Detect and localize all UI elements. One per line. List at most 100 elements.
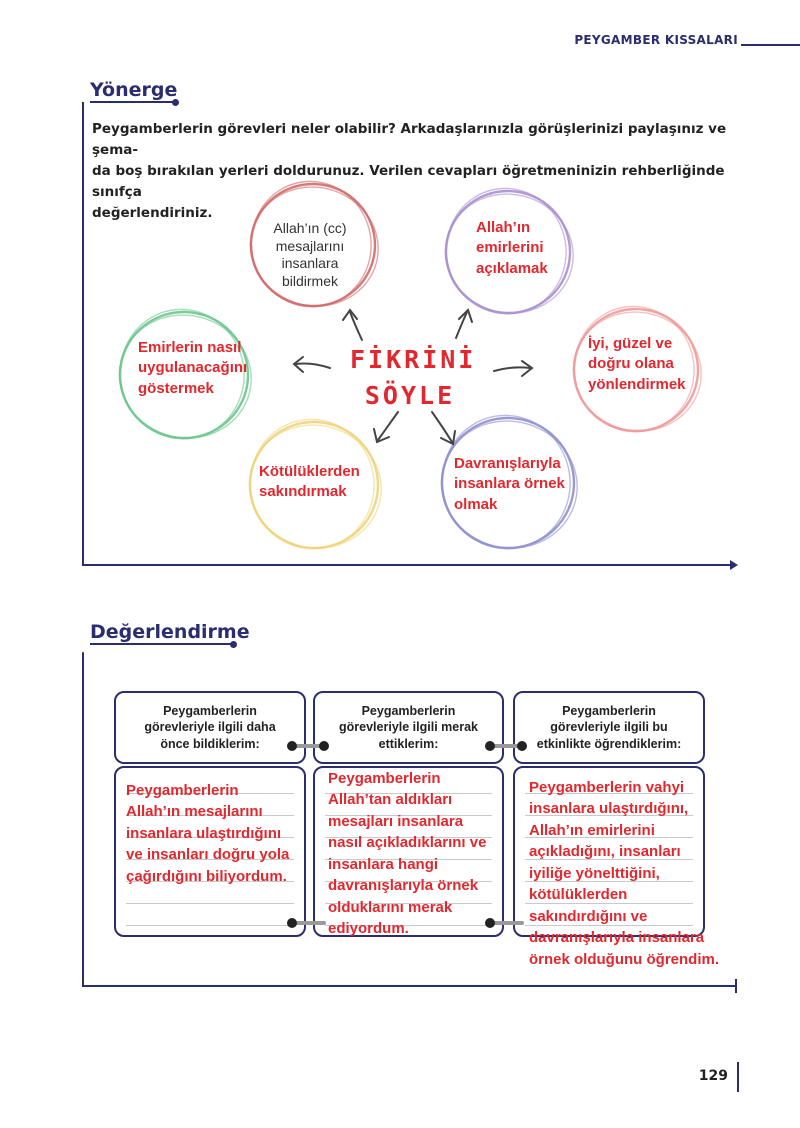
arrow-right-icon	[493, 366, 531, 372]
circle-line: uygulanacağını	[138, 359, 248, 377]
arrow-down-left-icon	[377, 411, 399, 441]
column-2-answer: Peygamberlerin Allah’tan aldıkları mesaj…	[328, 768, 486, 940]
column-2-header: Peygamberlerin görevleriyle ilgili merak…	[313, 691, 504, 764]
column-1-header: Peygamberlerin görevleriyle ilgili daha …	[114, 691, 306, 764]
answer-line: davranışlarıyla insanlara	[529, 929, 705, 947]
column-1-answer-box[interactable]: Peygamberlerin Allah’ın mesajlarını insa…	[114, 766, 306, 937]
column-3-answer-box[interactable]	[513, 766, 705, 937]
header-line: ettiklerim:	[378, 736, 439, 751]
degerlendirme-frame-left	[82, 652, 84, 986]
circle-line: Allah’ın	[476, 219, 531, 236]
page-number-bar	[737, 1062, 739, 1092]
yonerge-title-underline	[90, 101, 175, 103]
scribble-ring	[118, 314, 252, 439]
instruction-line: da boş bırakılan yerleri doldurunuz. Ver…	[92, 162, 725, 200]
scribble-ring	[248, 424, 382, 549]
answer-line: çağırdığını biliyordum.	[126, 867, 287, 885]
circle-line: Davranışlarıyla	[454, 455, 561, 472]
yonerge-frame-bottom	[82, 564, 732, 566]
arrow-up-left-icon	[349, 311, 363, 341]
circle-line: göstermek	[138, 379, 214, 397]
arrow-right-head-icon	[521, 360, 534, 377]
degerlendirme-title-dot	[230, 641, 237, 648]
center-label-line2: SÖYLE	[364, 381, 456, 411]
circle-text-top-left: Allah’ın (cc) mesajlarını insanlara bild…	[255, 220, 365, 290]
answer-line: insanlara ulaştırdığını	[126, 824, 282, 842]
circle-line: Kötülüklerden	[259, 463, 360, 480]
instruction-line: değerlendiriniz.	[92, 204, 213, 221]
header-line: önce bildiklerim:	[160, 736, 260, 751]
circle-line: bildirmek	[281, 272, 338, 289]
circle-text-top-right: Allah’ın emirlerini açıklamak	[476, 218, 548, 279]
circle-line: mesajlarını	[275, 237, 345, 254]
degerlendirme-title-underline	[90, 643, 233, 645]
answer-line: insanlara hangi	[328, 855, 439, 873]
column-1-answer: Peygamberlerin Allah’ın mesajlarını insa…	[126, 780, 289, 887]
connector-pin	[485, 918, 495, 928]
scribble-ring	[444, 193, 574, 314]
answer-line: nasıl açıkladıklarını ve	[328, 834, 487, 852]
mind-map-diagram	[118, 180, 702, 550]
arrow-up-left-head-icon	[342, 308, 358, 321]
answer-line: sakındırdığını ve	[529, 907, 648, 925]
running-header: PEYGAMBER KISSALARI	[574, 33, 738, 47]
yonerge-title: Yönerge	[90, 79, 178, 101]
connector-pin	[517, 741, 527, 751]
frame-arrow-icon	[730, 560, 738, 570]
answer-line: ve insanları doğru yola	[126, 846, 290, 864]
answer-line: Allah’ın mesajlarını	[126, 803, 263, 821]
answer-line: ediyordum.	[328, 920, 409, 938]
circle-text-right: İyi, güzel ve doğru olana yönlendirmek	[588, 334, 686, 395]
circle-line: insanlara örnek	[454, 475, 565, 493]
degerlendirme-title: Değerlendirme	[90, 621, 250, 643]
center-label: FİKRİNİ SÖYLE	[350, 342, 477, 415]
arrow-down-left-head-icon	[373, 428, 390, 444]
connector-pin	[485, 741, 495, 751]
circle-line: emirlerini	[476, 239, 544, 257]
degerlendirme-frame-bottom	[82, 985, 736, 987]
answer-line: iyiliğe yönelttiğini,	[529, 864, 660, 882]
answer-line: açıkladığını, insanları	[529, 843, 681, 861]
header-line: Peygamberlerin	[163, 704, 257, 718]
circle-line: sakındırmak	[259, 483, 347, 501]
answer-line: Allah’ın emirlerini	[529, 821, 655, 839]
answer-line: insanlara ulaştırdığını,	[529, 800, 689, 818]
circle-text-bottom-right: Davranışlarıyla insanlara örnek olmak	[454, 454, 565, 515]
arrow-left-head-icon	[292, 356, 304, 373]
circle-line: yönlendirmek	[588, 375, 686, 393]
yonerge-frame-left	[82, 102, 84, 565]
arrow-left-icon	[295, 362, 331, 369]
connector-pin	[319, 741, 329, 751]
circle-line: Allah’ın (cc)	[273, 220, 347, 236]
column-3-header: Peygamberlerin görevleriyle ilgili bu et…	[513, 691, 705, 764]
circle-text-left: Emirlerin nasıl uygulanacağını göstermek	[138, 338, 247, 399]
answer-line: olduklarını merak	[328, 898, 453, 916]
header-line: görevleriyle ilgili daha	[144, 720, 276, 735]
answer-line: kötülüklerden	[529, 886, 628, 904]
header-line: görevleriyle ilgili bu	[550, 720, 668, 735]
arrow-down-right-icon	[431, 411, 453, 443]
header-rule	[741, 44, 800, 46]
box-connectors	[287, 741, 527, 928]
writing-lines	[525, 772, 693, 935]
connector-pin	[287, 918, 297, 928]
header-line: görevleriyle ilgili merak	[339, 720, 478, 735]
scribble-ring	[572, 311, 702, 432]
arrow-up-right-head-icon	[458, 308, 473, 323]
scribble-ring	[440, 420, 578, 549]
circle-line: insanlara	[281, 255, 339, 271]
page-number: 129	[698, 1068, 728, 1084]
answer-line: mesajları insanlara	[328, 812, 464, 830]
column-2-answer-box[interactable]: Peygamberlerin Allah’tan aldıkları mesaj…	[313, 766, 504, 937]
degerlendirme-frame-end	[735, 979, 737, 993]
answer-line: Peygamberlerin	[126, 782, 239, 799]
circle-line: doğru olana	[588, 355, 674, 373]
header-line: etkinlikte öğrendiklerim:	[536, 736, 682, 751]
center-label-line1: FİKRİNİ	[350, 345, 477, 374]
header-line: Peygamberlerin	[562, 704, 656, 718]
arrow-up-right-icon	[455, 311, 468, 339]
instruction-text: Peygamberlerin görevleri neler olabilir?…	[92, 119, 742, 224]
arrow-down-right-head-icon	[440, 430, 456, 446]
answer-line: Peygamberlerin	[328, 770, 441, 787]
scribble-ring	[249, 186, 379, 307]
